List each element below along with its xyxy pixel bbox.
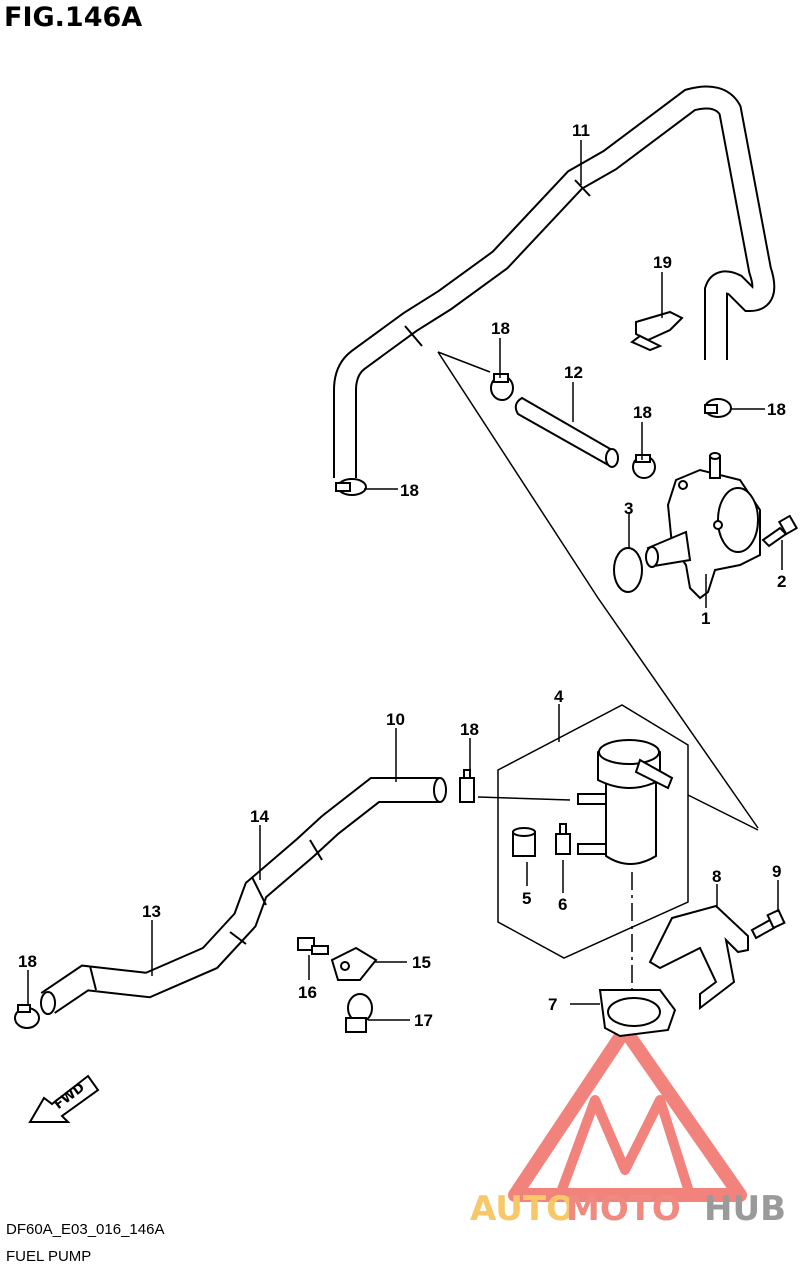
part-6-clip: [555, 823, 571, 855]
part-4-fuel-filter: [577, 739, 674, 865]
drawing-code: DF60A_E03_016_146A: [6, 1221, 165, 1238]
callout-9: 9: [772, 862, 781, 881]
callout-14: 14: [250, 807, 269, 826]
callout-19: 19: [653, 253, 672, 272]
part-13-14-10-hoses: [40, 777, 447, 1015]
part-17-clamp: [345, 993, 373, 1033]
callout-6: 6: [558, 895, 567, 914]
part-18-clip-c: [490, 373, 514, 401]
part-18-clip-f: [459, 769, 475, 803]
callout-5: 5: [522, 889, 531, 908]
callout-18: 18: [400, 481, 419, 500]
clip-leader: [477, 796, 571, 801]
callout-16: 16: [298, 983, 317, 1002]
part-9-bolt: [750, 908, 786, 940]
callout-18: 18: [491, 319, 510, 338]
callout-7: 7: [548, 995, 557, 1014]
callout-leaders: [27, 140, 783, 1021]
part-19-clamp: [630, 310, 684, 352]
assembly-leader-lines: [437, 351, 759, 831]
callout-18: 18: [767, 400, 786, 419]
part-11-hose: [333, 85, 776, 478]
callout-15: 15: [412, 953, 431, 972]
part-18-clip-a: [335, 478, 367, 496]
part-3-o-ring: [613, 547, 643, 593]
callout-11: 11: [572, 121, 590, 140]
callout-12: 12: [564, 363, 583, 382]
callout-2: 2: [777, 572, 786, 591]
part-18-clip-b: [704, 398, 732, 418]
callout-10: 10: [386, 710, 405, 729]
filter-assembly-box: [497, 704, 689, 959]
callout-3: 3: [624, 499, 633, 518]
part-8-bracket: [648, 904, 749, 1011]
watermark-auto: AUTO: [470, 1189, 575, 1229]
part-18-clip-d: [632, 454, 656, 479]
callout-13: 13: [142, 902, 161, 921]
watermark-moto: MOTO: [566, 1189, 681, 1229]
callout-8: 8: [712, 867, 721, 886]
part-12-short-hose: [514, 396, 619, 468]
part-5-sleeve: [512, 827, 536, 857]
watermark-logo: [508, 1023, 747, 1202]
part-7-filter-clamp: [598, 989, 677, 1038]
callout-18: 18: [460, 720, 479, 739]
callout-1: 1: [701, 609, 710, 628]
part-1-fuel-pump: [645, 452, 761, 600]
callout-17: 17: [414, 1011, 433, 1030]
callout-18: 18: [18, 952, 37, 971]
callout-18: 18: [633, 403, 652, 422]
callout-4: 4: [554, 687, 564, 706]
figure-title: FIG.146A: [4, 2, 143, 33]
part-15-bracket: [330, 946, 378, 981]
part-16-bolt: [297, 937, 329, 955]
figure-caption: FUEL PUMP: [6, 1248, 92, 1265]
fwd-arrow: FWD: [28, 1074, 100, 1123]
watermark-hub: HUB: [704, 1189, 786, 1229]
part-18-clip-e: [14, 1004, 40, 1029]
part-2-bolt: [761, 514, 799, 548]
